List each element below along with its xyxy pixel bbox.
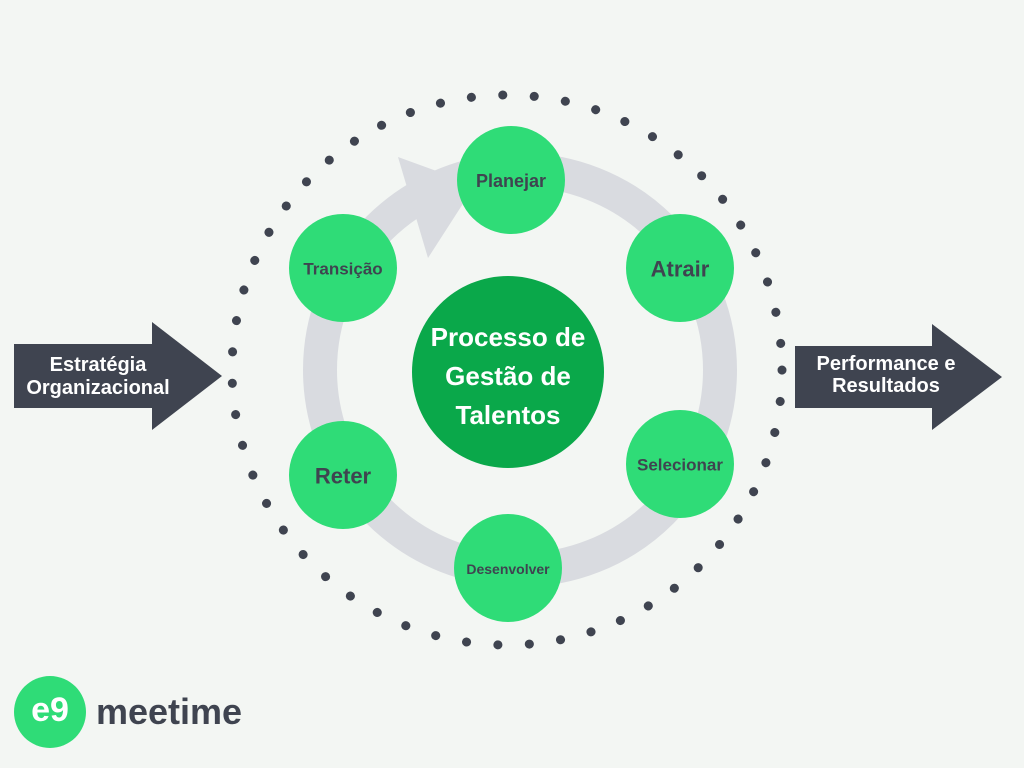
- node-desenvolver-label: Desenvolver: [466, 561, 550, 577]
- center-label-line3: Talentos: [456, 400, 561, 430]
- node-reter: Reter: [289, 421, 397, 529]
- node-planejar-label: Planejar: [476, 171, 546, 191]
- logo-mark-text: e9: [31, 691, 69, 729]
- input-arrow: Estratégia Organizacional: [14, 322, 222, 430]
- input-arrow-label-line1: Estratégia: [50, 354, 148, 376]
- node-selecionar: Selecionar: [626, 410, 734, 518]
- node-atrair: Atrair: [626, 214, 734, 322]
- output-arrow-label-line2: Resultados: [832, 375, 940, 397]
- input-arrow-label-line2: Organizacional: [26, 377, 169, 399]
- output-arrow-label-line1: Performance e: [817, 353, 956, 375]
- node-desenvolver: Desenvolver: [454, 514, 562, 622]
- logo-name: meetime: [96, 691, 242, 732]
- center-label-line2: Gestão de: [445, 361, 571, 391]
- dotted-boundary-circle: [227, 90, 787, 650]
- output-arrow: Performance e Resultados: [795, 324, 1002, 430]
- meetime-logo: e9 meetime: [14, 676, 242, 748]
- cycle-arrowhead: [398, 157, 475, 258]
- node-planejar: Planejar: [457, 126, 565, 234]
- node-transicao-label: Transição: [303, 260, 382, 279]
- center-node: Processo de Gestão de Talentos: [412, 276, 604, 468]
- logo-mark-icon: [14, 676, 86, 748]
- node-atrair-label: Atrair: [651, 257, 710, 282]
- center-label-line1: Processo de: [431, 322, 586, 352]
- node-transicao: Transição: [289, 214, 397, 322]
- node-selecionar-label: Selecionar: [637, 456, 723, 475]
- node-reter-label: Reter: [315, 464, 372, 489]
